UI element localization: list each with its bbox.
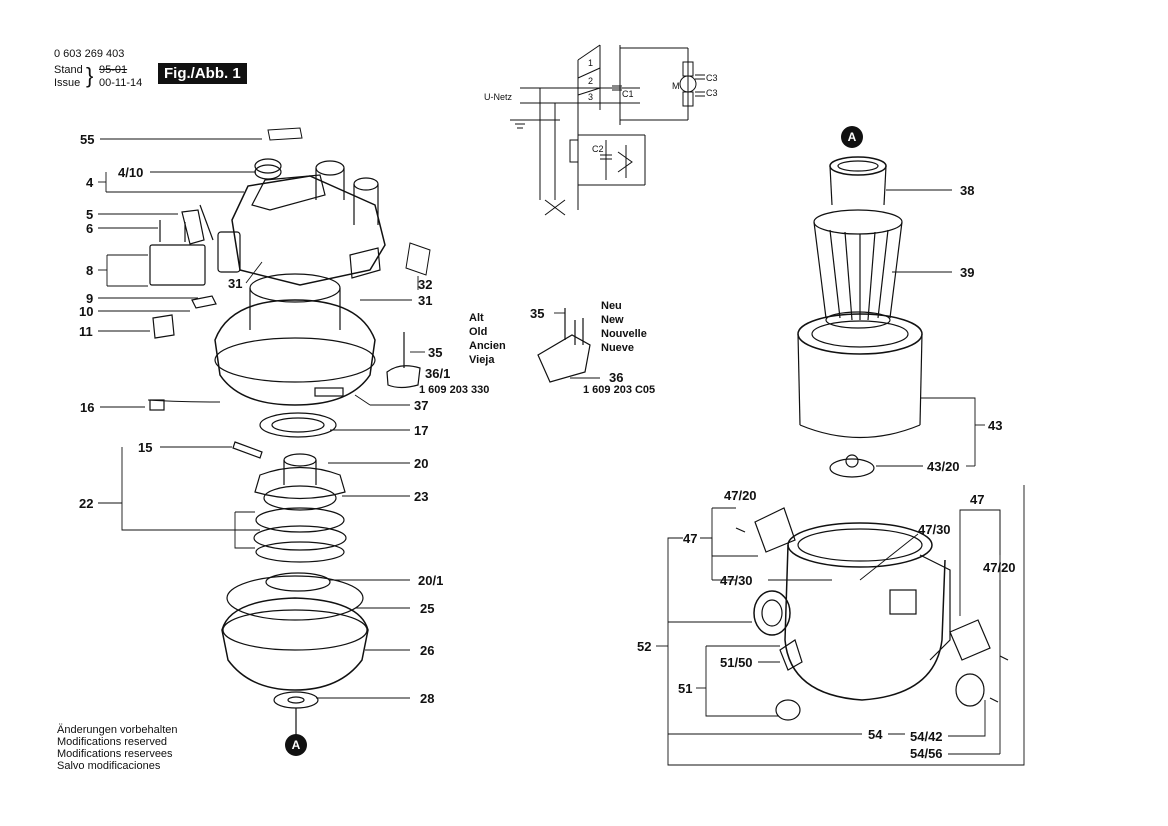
- circuit-contact-2: 2: [588, 76, 593, 86]
- note-fr: Modifications reservees: [57, 748, 173, 760]
- label-25: 25: [420, 601, 435, 616]
- stand-label: Stand: [54, 64, 83, 76]
- label-51-50: 51/50: [720, 655, 753, 670]
- old-date: 95-01: [99, 64, 128, 76]
- note-es: Salvo modificaciones: [57, 760, 161, 772]
- label-54-56: 54/56: [910, 746, 943, 761]
- old-order-code: 1 609 203 330: [419, 384, 490, 396]
- label-36-1: 36/1: [425, 366, 451, 381]
- circuit-schematic: [510, 44, 705, 216]
- label-47-left: 47: [683, 531, 698, 546]
- new-es: Nueve: [601, 342, 635, 354]
- label-16: 16: [80, 400, 95, 415]
- old-es: Vieja: [469, 354, 495, 366]
- label-32: 32: [418, 277, 433, 292]
- label-20: 20: [414, 456, 429, 471]
- old-version-block: Alt Old Ancien Vieja: [469, 311, 506, 367]
- label-26: 26: [420, 643, 435, 658]
- issue-label: Issue: [54, 77, 81, 89]
- label-35-left: 35: [428, 345, 443, 360]
- new-version-block: Neu New Nouvelle Nueve: [601, 299, 647, 355]
- circuit-mains-label: U-Netz: [484, 92, 513, 102]
- label-15: 15: [138, 440, 153, 455]
- old-de: Alt: [469, 312, 484, 324]
- label-17: 17: [414, 423, 429, 438]
- label-43: 43: [988, 418, 1003, 433]
- label-4: 4: [86, 175, 94, 190]
- new-de: Neu: [601, 300, 622, 312]
- label-11: 11: [79, 324, 93, 339]
- label-55: 55: [80, 132, 95, 147]
- label-39: 39: [960, 265, 975, 280]
- label-54-42: 54/42: [910, 729, 943, 744]
- part-number: 0 603 269 403: [54, 48, 125, 60]
- label-47-30-right: 47/30: [918, 522, 951, 537]
- label-28: 28: [420, 691, 435, 706]
- label-47-20-left: 47/20: [724, 488, 757, 503]
- label-4-10: 4/10: [118, 165, 144, 180]
- label-22: 22: [79, 496, 94, 511]
- label-47-right: 47: [970, 492, 985, 507]
- modification-notes: Änderungen vorbehalten Modifications res…: [57, 724, 177, 772]
- new-en: New: [601, 314, 624, 326]
- circuit-c3-label-top: C3: [706, 73, 718, 83]
- marker-a-bottom: A: [285, 734, 307, 756]
- circuit-contact-1: 1: [588, 58, 593, 68]
- label-47-20-right: 47/20: [983, 560, 1016, 575]
- label-35-center: 35: [530, 306, 545, 321]
- leader-lines: [98, 138, 1025, 766]
- circuit-contact-3: 3: [588, 92, 593, 102]
- label-51: 51: [678, 681, 693, 696]
- label-31-left: 31: [228, 276, 243, 291]
- label-52: 52: [637, 639, 652, 654]
- version-brace: }: [86, 63, 94, 88]
- figure-label: Fig./Abb. 1: [158, 63, 247, 84]
- label-8: 8: [86, 263, 94, 278]
- new-fr: Nouvelle: [601, 328, 647, 340]
- label-54: 54: [868, 727, 883, 742]
- note-en: Modifications reserved: [57, 736, 168, 748]
- new-order-code: 1 609 203 C05: [583, 384, 656, 396]
- circuit-c1-label: C1: [622, 89, 634, 99]
- label-31-right: 31: [418, 293, 433, 308]
- old-fr: Ancien: [469, 340, 506, 352]
- right-assembly: [735, 156, 1009, 721]
- label-38: 38: [960, 183, 975, 198]
- label-36: 36: [609, 370, 624, 385]
- new-date: 00-11-14: [99, 77, 143, 89]
- label-10: 10: [79, 304, 94, 319]
- old-en: Old: [469, 326, 488, 338]
- label-23: 23: [414, 489, 429, 504]
- label-20-1: 20/1: [418, 573, 444, 588]
- note-de: Änderungen vorbehalten: [57, 724, 178, 736]
- circuit-c2-label: C2: [592, 144, 604, 154]
- label-6: 6: [86, 221, 94, 236]
- marker-a-top: A: [841, 126, 863, 148]
- left-assembly: [147, 127, 591, 735]
- label-5: 5: [86, 207, 94, 222]
- label-43-20: 43/20: [927, 459, 960, 474]
- label-9: 9: [86, 291, 94, 306]
- circuit-motor-label: M: [672, 81, 680, 91]
- circuit-c3-label-bottom: C3: [706, 88, 718, 98]
- label-47-30-left: 47/30: [720, 573, 753, 588]
- label-37: 37: [414, 398, 429, 413]
